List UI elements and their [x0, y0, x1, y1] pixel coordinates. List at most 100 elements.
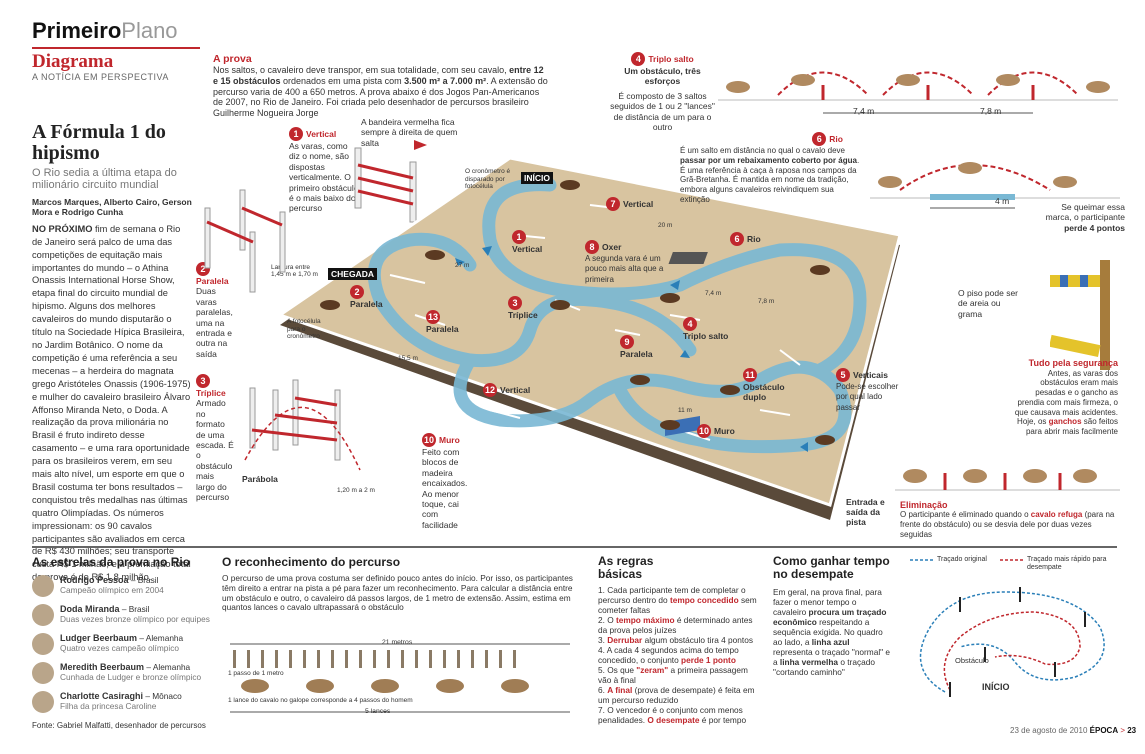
arena-text-1: Vertical: [512, 244, 543, 254]
article-lead: NO PRÓXIMO: [32, 223, 93, 234]
dim-27: 27 m: [455, 262, 470, 269]
regra-pre: 7. O vencedor é o conjunto com menos pen…: [598, 705, 743, 725]
triplo-illustration: [718, 71, 1118, 114]
regra-item: 4. A cada 4 segundos acima do tempo conc…: [598, 645, 758, 665]
regra-item: 1. Cada participante tem de completar o …: [598, 585, 758, 615]
rio-text-b: passar por um rebaixamento coberto por á…: [680, 155, 857, 165]
rider-desc: Quatro vezes campeão olímpico: [60, 643, 179, 653]
arena-label-11: 11Obstáculo duplo: [743, 368, 798, 403]
regra-item: 6. A final (prova de desempate) é feita …: [598, 685, 758, 705]
piso-note: O piso pode ser de areia ou grama: [958, 288, 1019, 319]
arena-num-4: 4: [683, 317, 697, 331]
triplo-d1: 7,4 m: [853, 106, 875, 116]
callout-paralela-text: Duas varas paralelas, uma na entrada e o…: [196, 286, 233, 359]
arena-text-5: Verticais: [853, 370, 888, 380]
rider-name: Meredith Beerbaum: [60, 662, 145, 672]
paralela-obstacle: [204, 189, 286, 293]
regra-post: (prova de desempate) é feita em um percu…: [598, 685, 755, 705]
dim-74: 7,4 m: [705, 290, 722, 297]
regras-title: As regras básicas: [598, 554, 654, 581]
estrelas: As estrelas da prova no Rio Rodrigo Pess…: [32, 555, 212, 720]
num-rio: 6: [812, 132, 827, 146]
blue-route: [919, 591, 1105, 693]
arena-sand: [280, 158, 900, 505]
rider-country: Alemanha: [145, 633, 184, 643]
reconhecimento: O reconhecimento do percurso O percurso …: [222, 555, 582, 613]
a-prova-text: Nos saltos, o cavaleiro deve transpor, e…: [213, 65, 548, 119]
arena-text-8: Oxer: [602, 242, 622, 252]
seguranca-title: Tudo pela segurança: [1028, 358, 1118, 368]
callout-muro-text: Feito com blocos de madeira encaixados. …: [422, 447, 468, 530]
regra-pre: 2. O: [598, 615, 616, 625]
callout-muro-title: Muro: [439, 435, 460, 445]
rider-desc: Campeão olímpico em 2004: [60, 585, 164, 595]
regra-pre: 1. Cada participante tem de completar o …: [598, 585, 746, 605]
arena-num-7: 7: [606, 197, 620, 211]
avatar: [32, 662, 54, 684]
seguranca-a: Antes, as varas dos obstáculos eram mais…: [1014, 368, 1118, 427]
d-f: linha vermelha: [779, 657, 839, 667]
article-authors: Marcos Marques, Alberto Cairo, Gerson Mo…: [32, 197, 192, 218]
seguranca-c: são feitos para abrir mais facilmente: [1025, 417, 1118, 437]
eliminacao-illustration: [895, 469, 1120, 491]
regra-post: a primeira passagem vão à final: [598, 665, 748, 685]
d-b: procura um traçado econômico: [773, 607, 887, 627]
rio-water: [668, 252, 708, 264]
seguranca-b: ganchos: [1048, 417, 1082, 427]
eliminacao-title: Eliminação: [900, 500, 948, 510]
eliminacao-b: cavalo refuga: [1030, 510, 1083, 519]
verticais-text: Pode-se escolher por qual lado passar: [836, 382, 899, 412]
brand: PrimeiroPlano: [32, 18, 178, 44]
chegada-tag: CHEGADA: [328, 268, 377, 280]
brand-bold: Primeiro: [32, 18, 122, 43]
callout-seguranca: Tudo pela segurança Antes, as varas dos …: [1008, 358, 1118, 437]
obstaculo-label: Obstáculo: [955, 656, 989, 665]
arena-num-12: 12: [483, 383, 497, 397]
desempate-text: Em geral, na prova final, para fazer o m…: [773, 587, 891, 677]
dim-155: 15,5 m: [398, 355, 418, 362]
d-g: o traçado "cortando caminho": [773, 657, 875, 677]
red-route: [943, 611, 1081, 691]
regra-post: sem cometer faltas: [598, 595, 757, 615]
rider-desc: Duas vezes bronze olímpico por equipes: [60, 614, 210, 624]
num-vertical: 1: [289, 127, 303, 141]
rio-dist: 4 m: [995, 196, 1010, 206]
gancho-illustration: [1050, 260, 1110, 370]
regra-post: é determinado antes da prova pelos juíze…: [598, 615, 753, 635]
brand-light: Plano: [121, 18, 178, 43]
callout-triplice: 3 Tríplice Armado no formato de uma esca…: [196, 374, 234, 502]
arena-num-11: 11: [743, 368, 757, 382]
arena-fence: [279, 156, 902, 507]
rio-title: Rio: [829, 134, 843, 144]
callout-vertical-text: As varas, como diz o nome, são dispostas…: [289, 141, 359, 214]
footer-mag: ÉPOCA: [1089, 726, 1119, 735]
arrows: [455, 246, 808, 452]
num-muro: 10: [422, 433, 436, 447]
article-subtitle: O Rio sedia a última etapa do milionário…: [32, 167, 177, 191]
arena-num-10: 10: [697, 424, 711, 438]
rider-country: Mônaco: [152, 691, 182, 701]
arena-num-9: 9: [620, 335, 634, 349]
footer-page: 23: [1127, 726, 1137, 735]
parabola-dim: 1,20 m a 2 m: [337, 487, 375, 494]
arena-text-10: Muro: [714, 426, 735, 436]
regra-b: perde 1 ponto: [681, 655, 736, 665]
regra-b: A final: [607, 685, 633, 695]
a-prova-b2: 3.500 m² a 7.000 m²: [404, 75, 487, 86]
regras: As regras básicas 1. Cada participante t…: [598, 554, 758, 726]
paralela-dim: Largura entre 1,45 m e 1,70 m: [271, 264, 318, 278]
article: A Fórmula 1 do hipismo O Rio sedia a últ…: [32, 122, 192, 584]
d-c: respeitando a sequência exigida. No quad…: [773, 617, 883, 647]
a-prova-b1: entre 12 e 15 obstáculos: [213, 65, 544, 86]
a-prova-t1: Nos saltos, o cavaleiro deve transpor, e…: [213, 65, 510, 75]
